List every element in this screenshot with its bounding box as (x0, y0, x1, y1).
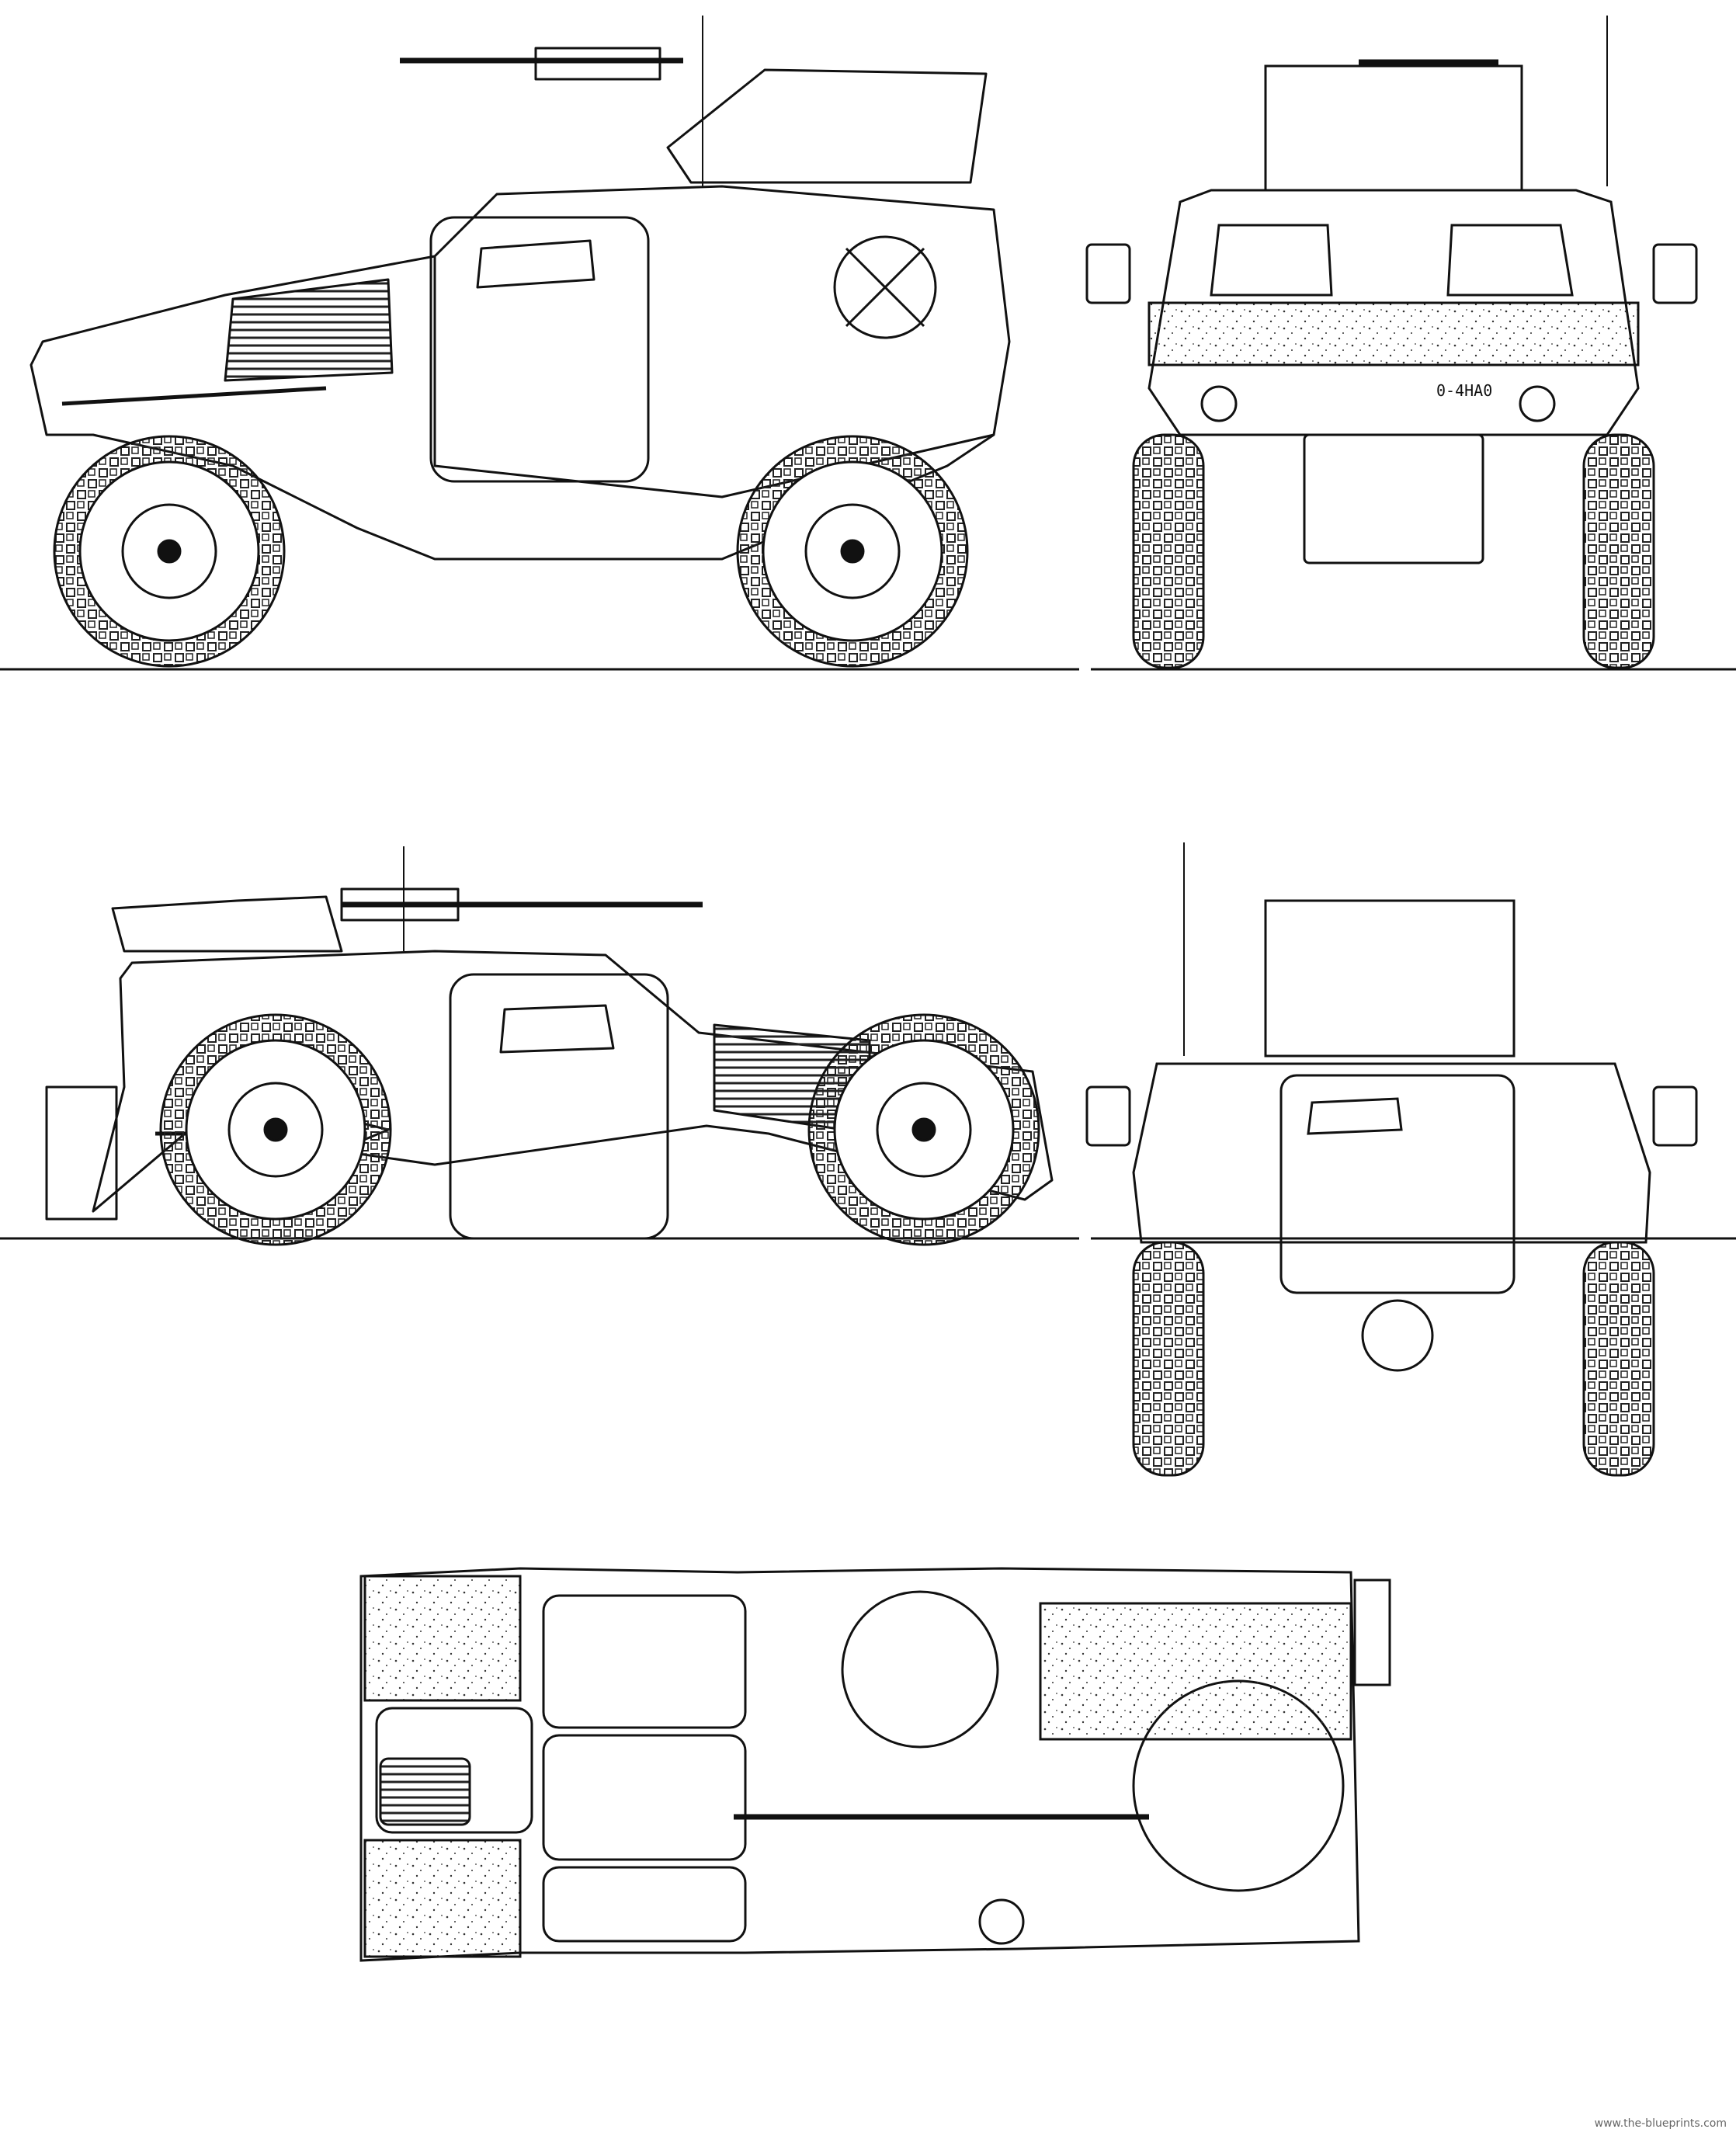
front-grille-band (1147, 301, 1640, 366)
rear-hull (1132, 1062, 1651, 1244)
front-door (429, 216, 650, 483)
right-side-view (0, 846, 1079, 1246)
watermark: www.the-blueprints.com (1594, 2117, 1727, 2130)
rear-door-top (375, 1707, 533, 1834)
front-wheel (53, 435, 286, 668)
top-view (359, 1567, 1391, 1962)
front-view: 0-4HA0 (1085, 16, 1736, 671)
rear-mirror-left (1085, 1085, 1131, 1147)
mirror-right (1652, 243, 1698, 304)
top-hatch-rear-center (542, 1734, 747, 1861)
side-stowage-top (1353, 1579, 1391, 1686)
rear-turret (1264, 899, 1516, 1058)
engine-grille (224, 278, 394, 382)
engine-deck-top (1039, 1602, 1352, 1741)
fender-arc (61, 386, 327, 406)
gun-receiver-2 (340, 887, 460, 922)
top-hatch-rear-right (542, 1866, 747, 1943)
spare-hub-top (978, 1898, 1025, 1945)
hatch-circle (833, 235, 937, 339)
rear-door (1279, 1074, 1516, 1294)
rear-wheel (736, 435, 969, 668)
windscreen-right (1446, 224, 1574, 297)
headlight-left (1200, 385, 1238, 422)
commander-hatch (841, 1590, 999, 1749)
rear-deck-lower (363, 1839, 522, 1958)
rear-wheel-right (1582, 1241, 1655, 1477)
headlight-right (1519, 385, 1556, 422)
rear-deck-upper (363, 1575, 522, 1702)
side-door-2 (449, 973, 669, 1240)
front-turret (1264, 64, 1523, 192)
windscreen-left (1210, 224, 1333, 297)
front-bumper-block (1303, 433, 1484, 564)
top-hatch-rear-left (542, 1594, 747, 1729)
front-wheel-right (1582, 433, 1655, 669)
rear-stowage-2 (45, 1085, 118, 1221)
gun-receiver (534, 47, 661, 81)
rear-wheel-left (1132, 1241, 1205, 1477)
rear-view (1085, 842, 1736, 1477)
door-window (476, 239, 595, 289)
turret-2 (111, 895, 343, 953)
turret (666, 68, 988, 184)
rear-door-window (1307, 1097, 1403, 1135)
front-plate: 0-4HA0 (1436, 381, 1492, 400)
spare-wheel-hub (1361, 1299, 1434, 1372)
left-side-view (0, 16, 1079, 671)
door-window-2 (499, 1004, 615, 1054)
front-wheel-left (1132, 433, 1205, 669)
rear-mirror-right (1652, 1085, 1698, 1147)
front-wheel-2 (807, 1013, 1040, 1246)
front-hull (1147, 189, 1640, 436)
rear-wheel-2 (159, 1013, 392, 1246)
fan-grille (379, 1757, 471, 1826)
mirror-left (1085, 243, 1131, 304)
